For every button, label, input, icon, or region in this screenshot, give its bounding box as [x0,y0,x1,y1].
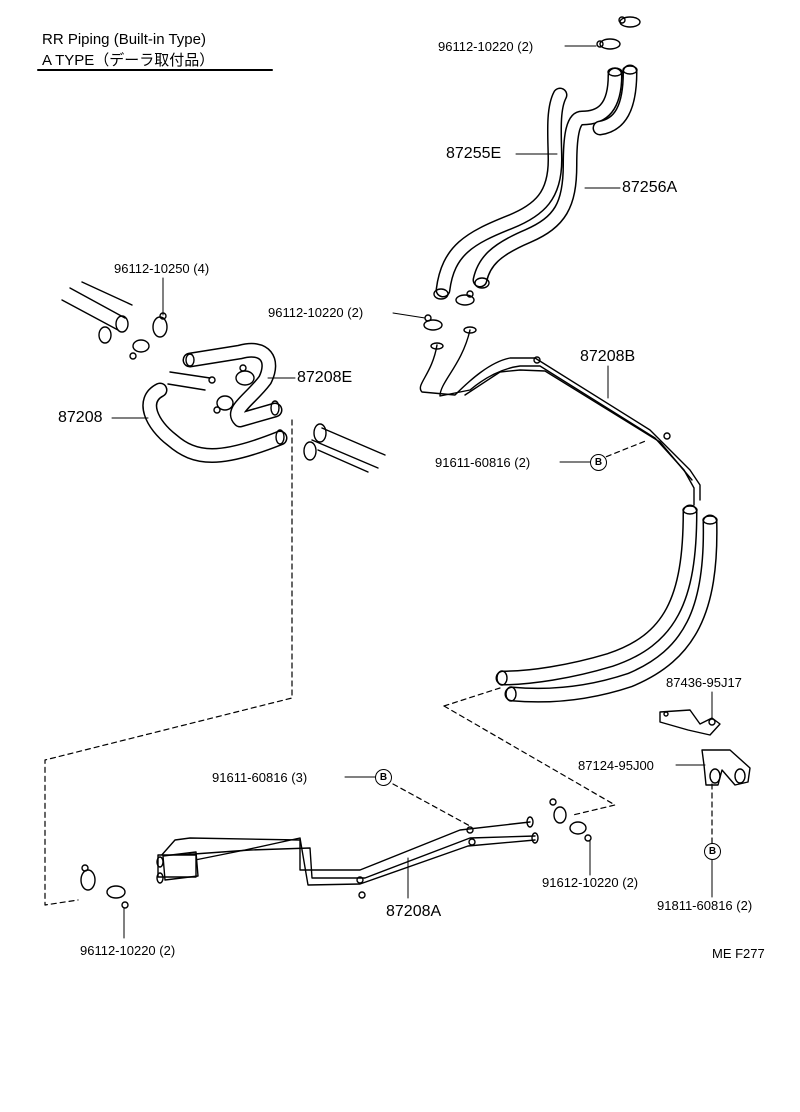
figure-code: ME F277 [712,946,765,961]
hose-ghost-lower [303,423,386,473]
callout-87256A: 87256A [622,179,678,196]
dashed-guides [44,419,713,906]
callout-87208: 87208 [58,409,103,426]
bracket-87436 [659,709,721,736]
bottom-clamps [80,798,592,909]
diagram-title-line2: A TYPE（デーラ取付品） [42,52,215,69]
callout-91811-60816: 91811-60816 (2) [657,898,753,913]
hose-large-curve [495,504,718,703]
callout-96112-10220-bottom: 96112-10220 (2) [80,943,176,958]
callout-87208A: 87208A [386,903,442,920]
callout-87255E: 87255E [446,145,502,162]
callout-87436-95J17: 87436-95J17 [666,675,742,690]
hose-ghost-upper [61,281,133,344]
badge-b-2: B [375,769,392,786]
hose-87208 [142,382,288,463]
clamp-top [596,16,641,50]
pipe-87208A [156,816,539,899]
hose-87208E [182,342,283,428]
callout-96112-10250: 96112-10250 (4) [114,261,210,276]
callout-91611-60816-3: 91611-60816 (3) [212,770,308,785]
hose-87255E [435,87,568,298]
callout-87124-95J00: 87124-95J00 [578,758,654,773]
badge-b-3: B [704,843,721,860]
diagram-title-line1: RR Piping (Built-in Type) [42,31,206,48]
pipe-87208B [419,326,701,506]
bracket-87124 [701,749,751,786]
callout-96112-10220-top: 96112-10220 (2) [438,39,534,54]
badge-b-1: B [590,454,607,471]
callout-87208B: 87208B [580,348,636,365]
callout-96112-10220-mid: 96112-10220 (2) [268,305,364,320]
clamp-mid [423,290,475,331]
callout-91611-60816-2: 91611-60816 (2) [435,455,531,470]
hose-87255E-tip [592,64,638,136]
callout-87208E: 87208E [297,369,353,386]
leader-lines [111,45,713,939]
hose-87256A [472,67,623,288]
left-clamps [129,312,255,414]
callout-91612-10220: 91612-10220 (2) [542,875,639,890]
